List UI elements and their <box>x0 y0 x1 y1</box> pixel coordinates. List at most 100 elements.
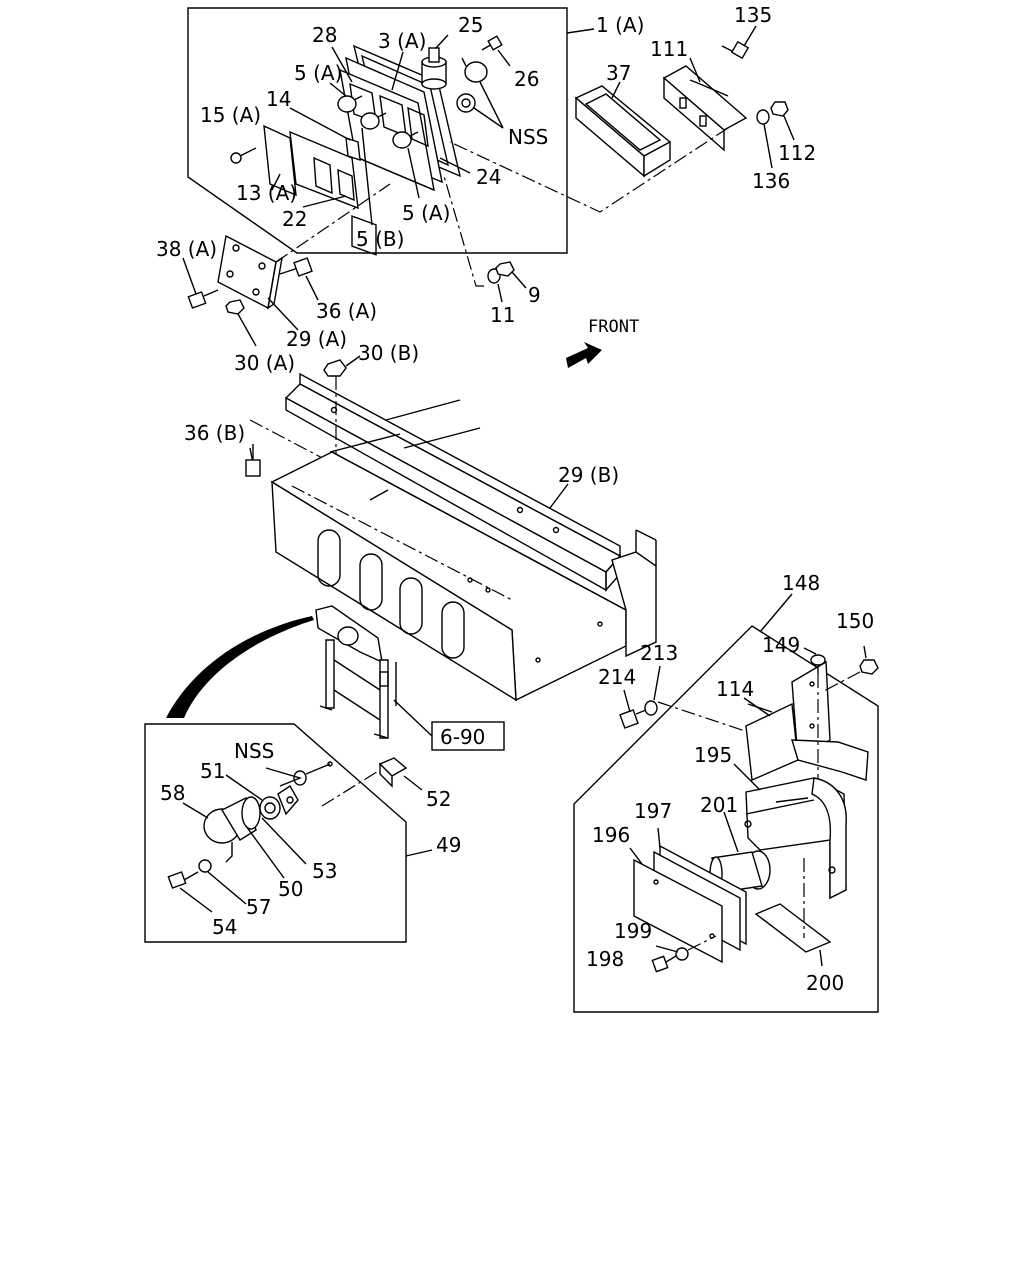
lens-13a <box>263 124 359 210</box>
screw-135 <box>721 25 757 60</box>
label-150: 150 <box>836 609 874 633</box>
label-3a: 3 (A) <box>378 29 426 53</box>
label-38a: 38 (A) <box>156 237 217 261</box>
lens-196 <box>633 844 747 964</box>
socket-25 <box>421 47 447 90</box>
label-6-90: 6-90 <box>440 725 485 749</box>
nut-30b <box>323 355 361 377</box>
clip-52 <box>378 757 423 791</box>
nut-30a <box>225 299 257 347</box>
nut-150 <box>859 645 879 675</box>
leader-6-90 <box>393 699 433 737</box>
label-196: 196 <box>592 823 630 847</box>
chain-111-to-box <box>449 127 729 213</box>
bolt-36a <box>279 257 319 301</box>
label-5a-top: 5 (A) <box>294 61 342 85</box>
label-5a-right: 5 (A) <box>402 201 450 225</box>
label-148: 148 <box>782 571 820 595</box>
label-50: 50 <box>278 877 303 901</box>
label-53: 53 <box>312 859 337 883</box>
detail-148-frame <box>573 593 879 1013</box>
detail-49-frame <box>144 723 433 943</box>
label-24: 24 <box>476 165 501 189</box>
label-111: 111 <box>650 37 688 61</box>
screw-214 <box>619 689 647 729</box>
lens-37 <box>574 85 672 178</box>
screw-38a <box>182 257 219 309</box>
leader-29a <box>267 297 299 331</box>
label-15a: 15 (A) <box>200 103 261 127</box>
label-136: 136 <box>752 169 790 193</box>
nut-112 <box>770 101 795 141</box>
label-29b: 29 (B) <box>558 463 619 487</box>
label-30a: 30 (A) <box>234 351 295 375</box>
label-213: 213 <box>640 641 678 665</box>
screw-54 <box>167 871 199 889</box>
label-49: 49 <box>436 833 461 857</box>
label-26: 26 <box>514 67 539 91</box>
bulb-58 <box>203 796 261 863</box>
washer-199 <box>675 947 689 961</box>
nss-wire <box>265 761 333 787</box>
detail-148-leaders <box>629 647 817 953</box>
screw-198 <box>651 955 677 973</box>
label-51: 51 <box>200 759 225 783</box>
bracket-29a <box>217 234 283 310</box>
washer-213 <box>644 665 661 716</box>
label-57: 57 <box>246 895 271 919</box>
label-52: 52 <box>426 787 451 811</box>
leader-111 <box>689 57 701 83</box>
leader-29b <box>549 483 569 509</box>
nss-plug-upper <box>461 57 488 83</box>
label-nss-bottom: NSS <box>234 739 274 763</box>
label-36a: 36 (A) <box>316 299 377 323</box>
label-135: 135 <box>734 3 772 27</box>
label-195: 195 <box>694 743 732 767</box>
nss-leader-top <box>473 81 504 129</box>
label-front: FRONT <box>588 317 639 337</box>
label-197: 197 <box>634 799 672 823</box>
label-198: 198 <box>586 947 624 971</box>
rail-29b <box>284 372 622 592</box>
label-199: 199 <box>614 919 652 943</box>
label-114: 114 <box>716 677 754 701</box>
label-22: 22 <box>282 207 307 231</box>
ref-box-6-90 <box>431 721 505 751</box>
arrow-icon <box>566 342 602 368</box>
label-58: 58 <box>160 781 185 805</box>
gasket-14 <box>345 136 361 162</box>
chain-213 <box>657 701 761 737</box>
label-29a: 29 (A) <box>286 327 347 351</box>
label-5b: 5 (B) <box>356 227 404 251</box>
bulb-5b <box>360 112 387 130</box>
assembly-1a-frame <box>187 7 595 254</box>
nss-plug-lower <box>456 93 476 113</box>
bracket-111 <box>662 65 748 152</box>
label-36b: 36 (B) <box>184 421 245 445</box>
washer-57 <box>198 859 212 873</box>
nut-9 <box>495 261 527 289</box>
leader-201 <box>723 811 739 853</box>
chain-150 <box>821 671 861 693</box>
washer-136 <box>756 109 773 169</box>
leader-200 <box>819 949 823 967</box>
label-200: 200 <box>806 971 844 995</box>
callout-labels: 1 (A) 135 111 37 112 136 25 3 (A) 28 26 … <box>156 3 874 995</box>
screw-149 <box>810 654 826 674</box>
bolt-36b <box>245 444 261 477</box>
label-28: 28 <box>312 23 337 47</box>
label-149: 149 <box>762 633 800 657</box>
label-9: 9 <box>528 283 541 307</box>
leader-37 <box>611 81 621 99</box>
label-14: 14 <box>266 87 291 111</box>
label-30b: 30 (B) <box>358 341 419 365</box>
bracket-114 <box>745 660 869 782</box>
label-13a: 13 (A) <box>236 181 297 205</box>
frame-crossmember <box>270 399 657 702</box>
bulb-5a-right <box>392 131 419 149</box>
top-box-leaders <box>271 34 511 226</box>
label-11: 11 <box>490 303 515 327</box>
chain-198 <box>687 935 717 951</box>
label-1a: 1 (A) <box>596 13 644 37</box>
